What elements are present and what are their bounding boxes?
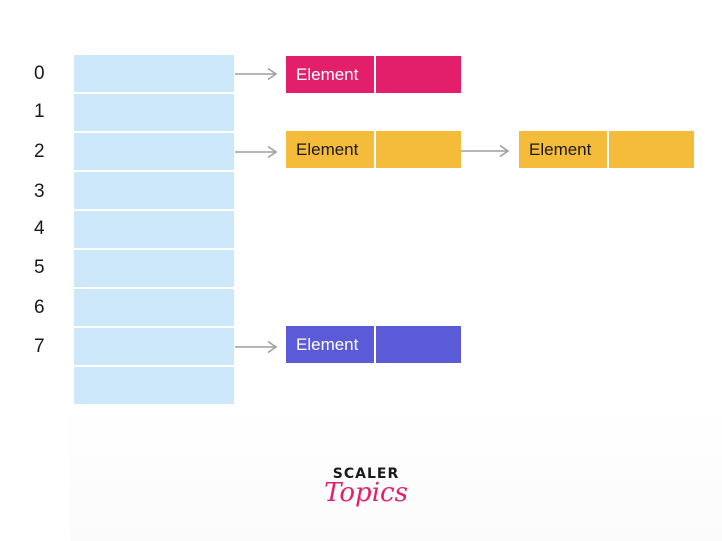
node-pointer-cell: [609, 131, 694, 168]
bucket-4: [74, 211, 234, 248]
node-pointer-cell: [376, 56, 461, 93]
node-element-label: Element: [286, 326, 374, 363]
bucket-1: [74, 94, 234, 131]
arrow-icon: [235, 145, 278, 159]
bucket-6: [74, 289, 234, 326]
list-node-row2-second: Element: [519, 131, 694, 168]
arrow-icon: [461, 144, 510, 158]
index-label-3: 3: [34, 181, 45, 202]
bucket-0: [74, 55, 234, 92]
logo-top-text: SCALER: [332, 466, 400, 482]
node-element-label: Element: [519, 131, 607, 168]
index-label-6: 6: [34, 297, 45, 318]
bucket-8: [74, 367, 234, 404]
background-fade: [70, 400, 722, 541]
index-label-7: 7: [34, 336, 45, 357]
node-pointer-cell: [376, 131, 461, 168]
list-node-row2-first: Element: [286, 131, 461, 168]
node-element-label: Element: [286, 131, 374, 168]
index-label-5: 5: [34, 257, 45, 278]
bucket-5: [74, 250, 234, 287]
node-element-label: Element: [286, 56, 374, 93]
list-node-row0: Element: [286, 56, 461, 93]
index-label-2: 2: [34, 141, 45, 162]
bucket-2: [74, 133, 234, 170]
bucket-3: [74, 172, 234, 209]
arrow-icon: [235, 340, 278, 354]
arrow-icon: [235, 67, 278, 81]
logo-bottom-text: Topics: [324, 478, 408, 508]
node-pointer-cell: [376, 326, 461, 363]
index-label-4: 4: [34, 218, 45, 239]
bucket-7: [74, 328, 234, 365]
list-node-row7: Element: [286, 326, 461, 363]
index-label-0: 0: [34, 63, 45, 84]
scaler-topics-logo: SCALER Topics: [318, 464, 414, 524]
index-label-1: 1: [34, 101, 45, 122]
